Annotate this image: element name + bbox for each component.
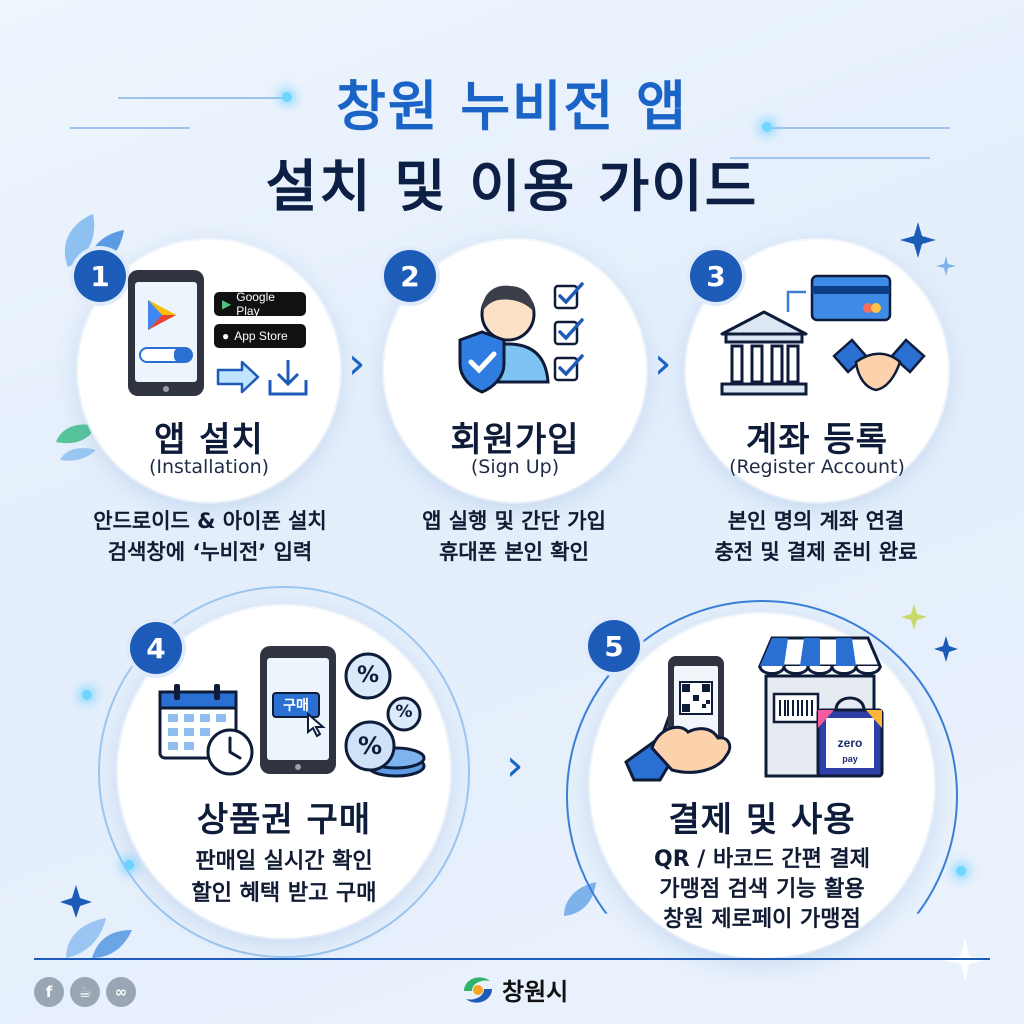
- header-deco-line-left-2: [70, 127, 190, 129]
- play-store-icon: ▶: [222, 297, 232, 311]
- sparkle-icon-right: [901, 604, 958, 662]
- step-desc-payment-3: 창원 제로페이 가맹점: [663, 907, 861, 932]
- leaf-icon-bottom: [60, 885, 132, 958]
- purchase-button[interactable]: 구매: [272, 692, 320, 718]
- leaf-icon-green: [56, 424, 96, 461]
- app-store-label: App Store: [234, 329, 288, 343]
- page-title-line2: 설치 및 이용 가이드: [265, 155, 759, 220]
- percent-badge-icon: %: [395, 702, 413, 722]
- apple-icon: ●: [222, 329, 230, 343]
- facebook-icon[interactable]: f: [34, 977, 64, 1007]
- download-icon: [216, 360, 308, 396]
- step-subtitle-installation: (Installation): [148, 456, 270, 478]
- next-arrow-icon: ›: [348, 338, 366, 389]
- footer-divider: [34, 958, 990, 960]
- step-number-badge: 1: [74, 250, 126, 302]
- page-title-line1: 창원 누비전 앱: [336, 75, 688, 138]
- cafe-icon[interactable]: ☕: [70, 977, 100, 1007]
- step-title-account: 계좌 등록: [746, 420, 888, 460]
- header-deco-line-right-2: [730, 157, 930, 159]
- header-glow-dot-left: [282, 92, 292, 102]
- changwon-logo-icon: [464, 976, 492, 1003]
- next-arrow-icon: ›: [506, 740, 524, 791]
- google-play-label: Google Play: [236, 290, 275, 318]
- step-ring-purchase: [98, 586, 470, 958]
- city-logo: 창원시: [460, 972, 568, 1007]
- sparkle-icon: [900, 222, 956, 276]
- step-number-badge: 2: [384, 250, 436, 302]
- percent-badge-icon: %: [357, 732, 383, 760]
- city-name: 창원시: [502, 978, 569, 1006]
- step-number-badge: 5: [588, 620, 640, 672]
- qr-phone-hand-icon: [624, 656, 732, 782]
- checklist-icon: [553, 282, 584, 382]
- cursor-icon: [307, 712, 326, 738]
- step-subtitle-signup: (Sign Up): [470, 456, 560, 478]
- header-glow-dot-right: [762, 122, 772, 132]
- discount-coins-icon: [344, 652, 426, 778]
- credit-card-icon: [786, 274, 892, 322]
- step-desc-signup-2: 휴대폰 본인 확인: [439, 540, 589, 564]
- header-deco-line-right: [770, 127, 950, 129]
- leaf-icon-step5: [564, 882, 596, 916]
- handshake-icon: [832, 338, 926, 392]
- shopping-bag-icon: [816, 696, 884, 778]
- step-desc-account-2: 충전 및 결제 준비 완료: [714, 540, 918, 564]
- community-icon[interactable]: ∞: [106, 977, 136, 1007]
- ring-glow-dot: [956, 866, 966, 876]
- next-arrow-icon: ›: [654, 338, 672, 389]
- app-store-badge[interactable]: ● App Store: [214, 324, 306, 348]
- percent-badge-icon: %: [356, 663, 380, 688]
- header-deco-line-left: [118, 97, 288, 99]
- bank-icon: [720, 310, 808, 396]
- step-title-signup: 회원가입: [450, 420, 580, 460]
- step-title-purchase: 상품권 구매: [196, 800, 372, 840]
- step-title-installation: 앱 설치: [154, 420, 264, 460]
- ring-glow-dot: [82, 690, 92, 700]
- step-desc-signup-1: 앱 실행 및 간단 가입: [422, 509, 606, 533]
- step-subtitle-account: (Register Account): [729, 456, 905, 478]
- step-desc-purchase-2: 할인 혜택 받고 구매: [191, 881, 377, 906]
- google-play-badge[interactable]: ▶ Google Play: [214, 290, 306, 318]
- step-desc-installation-1: 안드로이드 & 아이폰 설치: [93, 509, 327, 533]
- step-number-badge: 3: [690, 250, 742, 302]
- purchase-button-label: 구매: [283, 698, 309, 714]
- step-number-badge: 4: [130, 622, 182, 674]
- calendar-clock-icon: [158, 684, 254, 776]
- step-desc-installation-2: 검색창에 ‘누비전’ 입력: [107, 540, 313, 564]
- zeropay-logo-subtext: pay: [842, 754, 858, 764]
- user-shield-icon: [458, 285, 550, 394]
- step-desc-purchase-1: 판매일 실시간 확인: [195, 849, 373, 874]
- zeropay-logo-text: zero: [837, 736, 863, 750]
- step-title-payment: 결제 및 사용: [668, 800, 856, 840]
- step-desc-payment-2: 가맹점 검색 기능 활용: [659, 877, 865, 902]
- smartphone-icon: [128, 270, 204, 396]
- sparkle-icon-bottom-right: [942, 937, 988, 983]
- ring-glow-dot: [124, 860, 134, 870]
- step-desc-payment-1: QR / 바코드 간편 결제: [654, 847, 870, 872]
- step-desc-account-1: 본인 명의 계좌 연결: [727, 509, 905, 533]
